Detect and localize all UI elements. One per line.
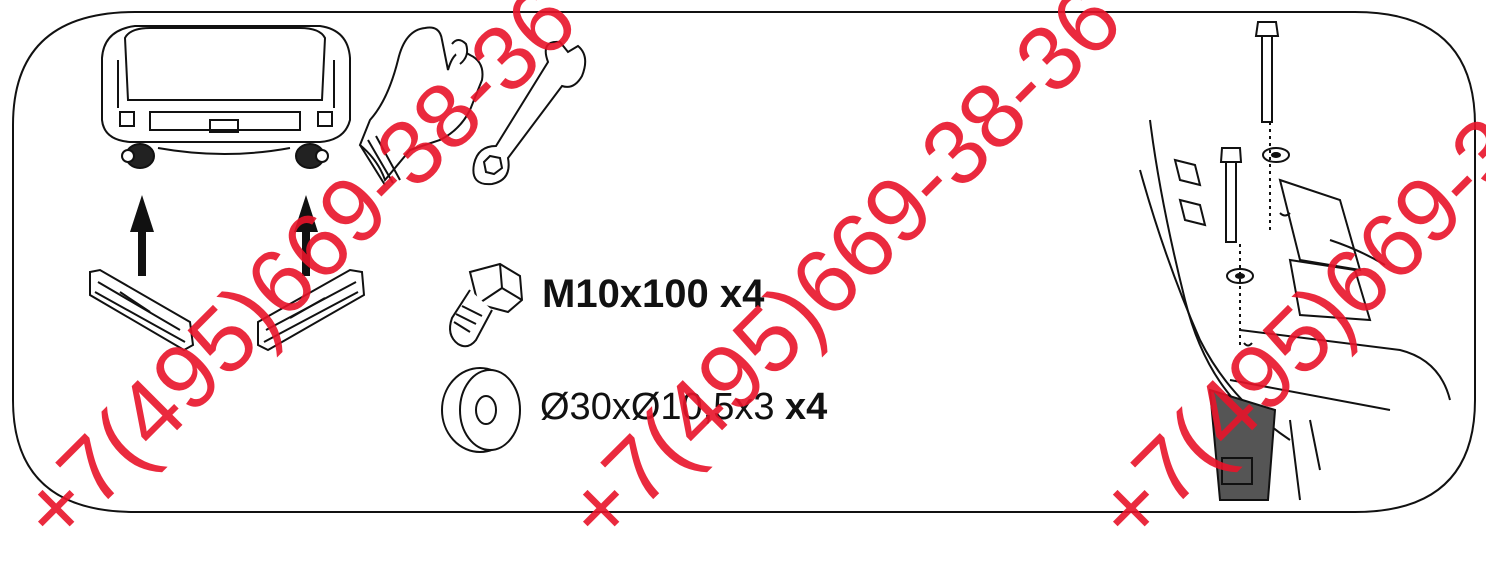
washer-icon xyxy=(441,367,521,453)
wrench-icon xyxy=(472,40,587,186)
assembly-detail-icon xyxy=(1139,21,1451,501)
glove-icon xyxy=(358,26,484,186)
bolt-icon xyxy=(449,262,524,348)
up-arrow-icon xyxy=(130,195,154,276)
panel-frame xyxy=(12,11,1476,513)
washer-spec: Ø30xØ10,5x3 xyxy=(540,386,775,428)
bolt-spec: M10x100 xyxy=(542,272,709,316)
instruction-panel xyxy=(12,11,1476,513)
washer-spec-label: Ø30xØ10,5x3 x4 xyxy=(540,386,827,429)
bracket-icon xyxy=(257,268,366,352)
bracket-icon xyxy=(89,268,195,352)
bolt-quantity: x4 xyxy=(719,272,765,316)
vehicle-rear-view-icon xyxy=(101,25,351,169)
bolt-spec-label: M10x100 x4 xyxy=(542,272,764,317)
up-arrow-icon xyxy=(294,195,318,276)
washer-quantity: x4 xyxy=(785,386,828,428)
